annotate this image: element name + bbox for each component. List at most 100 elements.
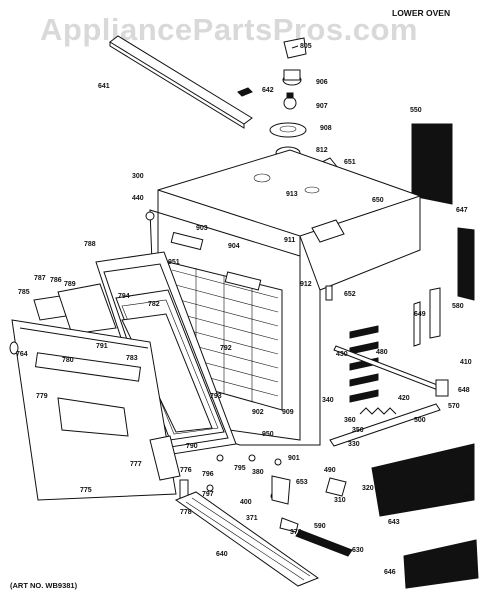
- part-label-903: 903: [196, 225, 208, 232]
- part-label-792: 792: [220, 345, 232, 352]
- part-label-371: 371: [246, 515, 258, 522]
- part-440-screw: [145, 211, 155, 221]
- part-label-951: 951: [168, 259, 180, 266]
- part-label-791: 791: [96, 343, 108, 350]
- part-label-786: 786: [50, 277, 62, 284]
- part-653-switch: [271, 475, 291, 505]
- part-label-783: 783: [126, 355, 138, 362]
- part-795-screw: [248, 454, 256, 462]
- part-label-901: 901: [288, 455, 300, 462]
- part-label-789: 789: [64, 281, 76, 288]
- part-643-insulation: [371, 443, 475, 517]
- part-label-500: 500: [414, 417, 426, 424]
- part-label-909: 909: [282, 409, 294, 416]
- part-label-779: 779: [36, 393, 48, 400]
- part-label-902: 902: [252, 409, 264, 416]
- part-label-410: 410: [460, 359, 472, 366]
- part-label-777: 777: [130, 461, 142, 468]
- part-label-310: 310: [334, 497, 346, 504]
- part-907-bulb: [283, 92, 297, 110]
- part-label-590: 590: [314, 523, 326, 530]
- part-label-794: 794: [118, 293, 130, 300]
- part-label-913: 913: [286, 191, 298, 198]
- part-791-panel: [57, 283, 117, 335]
- part-label-782: 782: [148, 301, 160, 308]
- part-label-805: 805: [300, 43, 312, 50]
- part-label-630: 630: [352, 547, 364, 554]
- part-797-screw: [206, 484, 214, 492]
- part-label-780: 780: [62, 357, 74, 364]
- part-550-insulation: [411, 123, 453, 205]
- part-label-788: 788: [84, 241, 96, 248]
- part-640-vent-grille: [174, 491, 320, 587]
- part-label-790: 790: [186, 443, 198, 450]
- part-label-912: 912: [300, 281, 312, 288]
- part-646-insulation: [403, 539, 479, 589]
- part-908-ring: [269, 122, 307, 138]
- art-number: (ART NO. WB9381): [10, 581, 78, 590]
- part-label-652: 652: [344, 291, 356, 298]
- part-label-350: 350: [352, 427, 364, 434]
- part-label-906: 906: [316, 79, 328, 86]
- part-label-580: 580: [452, 303, 464, 310]
- part-label-796: 796: [202, 471, 214, 478]
- part-label-787: 787: [34, 275, 46, 282]
- part-776-handle-cap: [149, 435, 181, 481]
- part-796-screw: [216, 454, 224, 462]
- part-310-bracket: [325, 477, 347, 497]
- part-775-outer-door: [9, 319, 177, 501]
- part-label-797: 797: [202, 491, 214, 498]
- part-label-430: 430: [336, 351, 348, 358]
- part-label-490: 490: [324, 467, 336, 474]
- part-label-643: 643: [388, 519, 400, 526]
- part-label-645: 645: [462, 493, 474, 500]
- part-648-bracket: [435, 379, 449, 397]
- part-label-795: 795: [234, 465, 246, 472]
- part-641-trim-bar: [109, 35, 253, 129]
- part-label-320: 320: [362, 485, 374, 492]
- part-label-650: 650: [372, 197, 384, 204]
- part-label-778: 778: [180, 509, 192, 516]
- part-label-641: 641: [98, 83, 110, 90]
- part-label-340: 340: [322, 397, 334, 404]
- part-649-bracket: [413, 301, 421, 347]
- part-label-911: 911: [284, 237, 295, 244]
- part-label-908: 908: [320, 125, 332, 132]
- part-number-labels: 8059069079088126519133006505506416424409…: [16, 43, 474, 576]
- part-label-642: 642: [262, 87, 274, 94]
- part-label-640: 640: [216, 551, 228, 558]
- part-580-bracket: [429, 287, 441, 339]
- part-label-950: 950: [262, 431, 274, 438]
- part-label-653: 653: [296, 479, 308, 486]
- part-label-420: 420: [398, 395, 410, 402]
- part-630-bar: [295, 529, 353, 557]
- part-label-480: 480: [376, 349, 388, 356]
- diagram-section-title: LOWER OVEN: [392, 8, 451, 18]
- part-647-insulation: [457, 227, 475, 301]
- part-label-764: 764: [16, 351, 28, 358]
- part-642-bracket: [237, 87, 253, 97]
- part-label-647: 647: [456, 207, 468, 214]
- part-label-775: 775: [80, 487, 92, 494]
- part-label-793: 793: [210, 393, 222, 400]
- part-590-switch: [279, 517, 299, 533]
- part-label-440: 440: [132, 195, 144, 202]
- part-label-400: 400: [240, 499, 252, 506]
- part-label-649: 649: [414, 311, 426, 318]
- part-label-904: 904: [228, 243, 240, 250]
- part-label-330: 330: [348, 441, 360, 448]
- part-label-300: 300: [132, 173, 144, 180]
- part-906-socket: [282, 69, 302, 86]
- part-500-hinge-channel: [329, 403, 441, 447]
- part-label-370: 370: [290, 529, 302, 536]
- part-label-550: 550: [410, 107, 422, 114]
- part-390-screw: [274, 458, 282, 466]
- part-652-clip: [325, 285, 333, 301]
- part-805-connector: [283, 37, 307, 59]
- part-label-785: 785: [18, 289, 30, 296]
- part-label-651: 651: [344, 159, 356, 166]
- part-label-570: 570: [448, 403, 460, 410]
- part-label-360: 360: [344, 417, 356, 424]
- part-label-812: 812: [316, 147, 328, 154]
